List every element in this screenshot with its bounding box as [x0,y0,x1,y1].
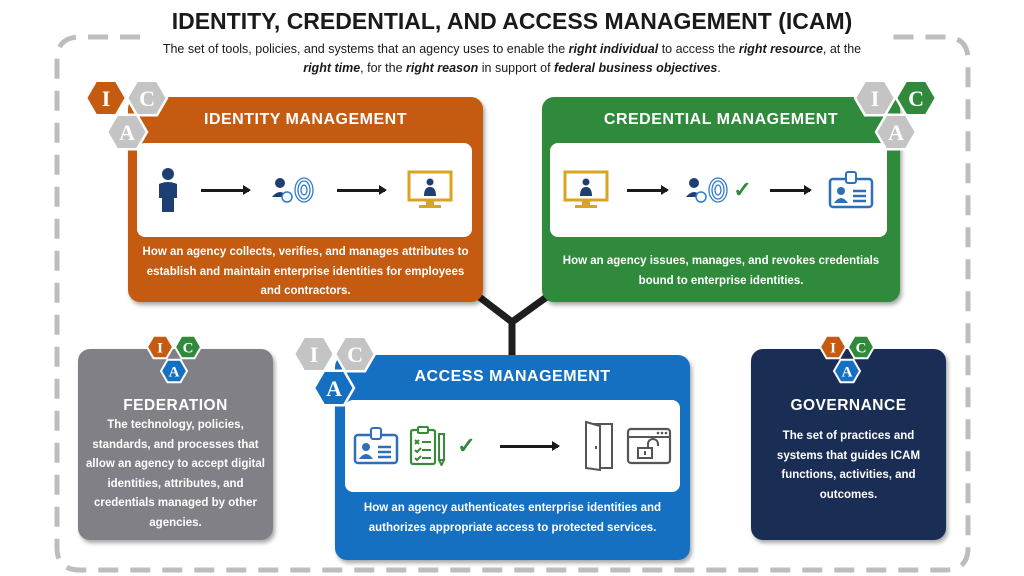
federation-card: FEDERATION The technology, policies, sta… [78,349,273,540]
unlocked-browser-icon [626,427,671,465]
page-title: IDENTITY, CREDENTIAL, AND ACCESS MANAGEM… [171,8,853,34]
card-description: The set of practices and systems that gu… [776,430,921,501]
identity-management-card: IDENTITY MANAGEMENT How an agency collec… [128,97,483,302]
card-title: FEDERATION [123,397,228,414]
open-door-icon [584,420,613,472]
person-icon [158,168,177,212]
user-fingerprint-icon [271,177,314,203]
computer-user-icon [563,170,609,208]
checkmark-icon: ✓ [457,433,476,458]
page-subtitle: The set of tools, policies, and systems … [162,42,862,75]
card-title: CREDENTIAL MANAGEMENT [603,111,839,128]
card-title: ACCESS MANAGEMENT [414,368,611,385]
card-description: How an agency issues, manages, and revok… [562,255,880,287]
checklist-icon [410,426,446,466]
credential-management-card: CREDENTIAL MANAGEMENT ✓ How an agency is… [542,97,900,302]
checkmark-icon: ✓ [733,177,752,202]
id-badge-icon [354,427,399,465]
card-description: How an agency collects, verifies, and ma… [142,246,469,297]
arrow-icon [769,184,812,195]
arrow-icon [499,440,560,451]
arrow-icon [627,184,670,195]
user-fingerprint-icon [686,177,728,203]
card-title: GOVERNANCE [790,397,907,414]
computer-user-icon [407,170,452,208]
arrow-icon [200,184,251,195]
y-connector [475,293,551,358]
card-description: The technology, policies, standards, and… [86,419,265,529]
card-title: IDENTITY MANAGEMENT [204,111,407,128]
card-description: How an agency authenticates enterprise i… [363,502,662,534]
access-management-card: ACCESS MANAGEMENT ✓ How an agency authen… [335,355,690,560]
id-badge-icon [828,171,873,209]
arrow-icon [336,184,387,195]
governance-card: GOVERNANCE The set of practices and syst… [751,349,946,540]
